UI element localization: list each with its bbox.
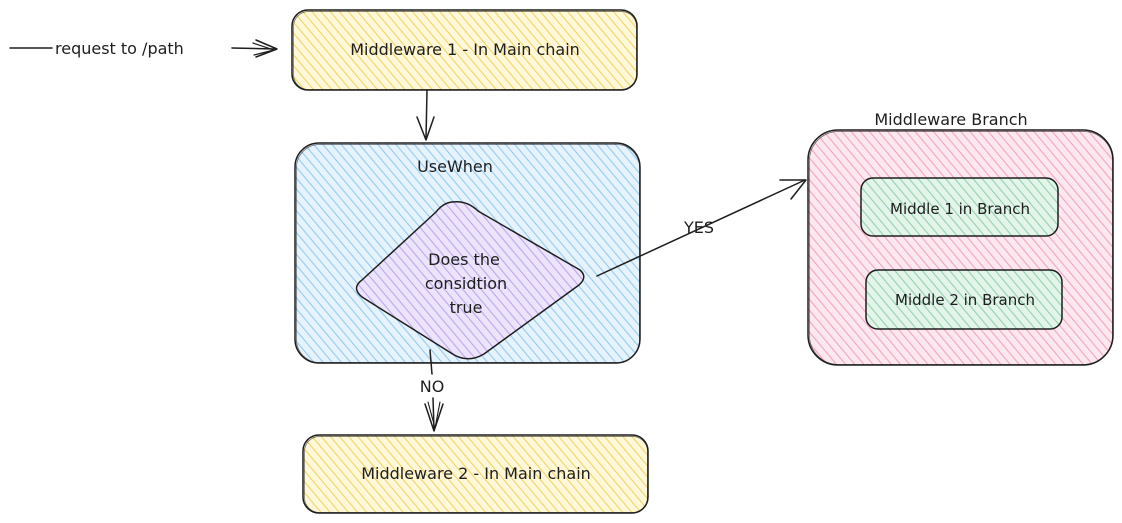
decision-line-2: considtion bbox=[425, 274, 507, 293]
middleware-2-box bbox=[302, 434, 649, 514]
yes-label: YES bbox=[683, 218, 714, 237]
decision-diamond bbox=[355, 200, 585, 360]
branch-item-2-label: Middle 2 in Branch bbox=[895, 291, 1035, 309]
arrow-to-usewhen bbox=[416, 89, 435, 141]
middleware-1-box bbox=[291, 9, 638, 91]
middleware-1-label: Middleware 1 - In Main chain bbox=[350, 40, 580, 59]
middleware-2-label: Middleware 2 - In Main chain bbox=[361, 464, 591, 483]
usewhen-label: UseWhen bbox=[417, 157, 493, 176]
yes-arrow bbox=[596, 179, 807, 277]
entry-label: request to /path bbox=[55, 39, 184, 58]
entry-arrow bbox=[9, 39, 278, 58]
no-arrow bbox=[424, 349, 444, 432]
no-label: NO bbox=[420, 377, 445, 396]
decision-line-1: Does the bbox=[428, 250, 500, 269]
branch-item-1-box bbox=[860, 177, 1059, 237]
branch-item-2-box bbox=[865, 269, 1063, 330]
branch-title: Middleware Branch bbox=[874, 110, 1027, 129]
branch-item-1-label: Middle 1 in Branch bbox=[890, 200, 1030, 218]
decision-line-3: true bbox=[450, 298, 483, 317]
